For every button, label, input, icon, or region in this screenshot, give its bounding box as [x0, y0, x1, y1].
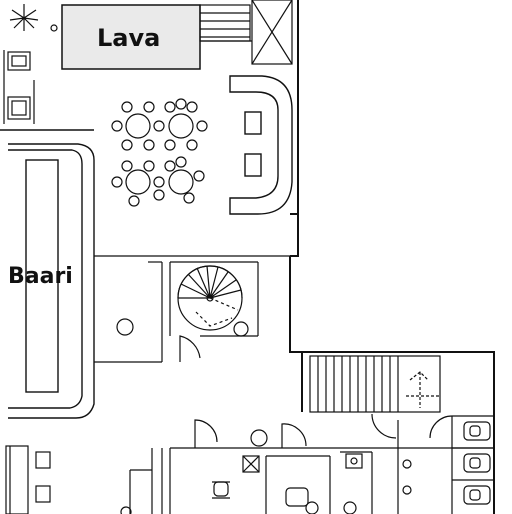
plant-icon: [9, 4, 58, 32]
chair-icon: [196, 120, 208, 132]
lounge-chairs: [3, 50, 35, 124]
chair-icon: [343, 501, 357, 514]
chair-icon: [143, 160, 155, 172]
chair-icon: [128, 195, 140, 207]
chair-icon: [193, 170, 205, 182]
chair-icon: [120, 506, 132, 514]
chair-icon: [121, 101, 133, 113]
chair-icon: [164, 139, 176, 151]
round-table-icon: [168, 113, 194, 139]
chair-icon: [153, 189, 165, 201]
spiral-stair-icon: [177, 265, 243, 331]
round-table-icon: [125, 113, 151, 139]
chair-icon: [153, 120, 165, 132]
round-table-icon: [168, 169, 194, 195]
restroom-walls: [169, 415, 494, 514]
chair-icon: [121, 160, 133, 172]
chair-icon: [164, 101, 176, 113]
column-icon: [250, 429, 268, 447]
chair-icon: [164, 160, 176, 172]
chair-icon: [153, 176, 165, 188]
stage: [61, 4, 201, 70]
chair-icon: [143, 139, 155, 151]
chair-icon: [186, 139, 198, 151]
stage-label: Lava: [97, 24, 160, 52]
sink-icon: [242, 453, 412, 495]
chair-icon: [175, 98, 187, 110]
round-table-group-top: [111, 98, 208, 151]
chair-icon: [111, 120, 123, 132]
outer-walls: [289, 0, 495, 514]
interior-walls: [94, 255, 290, 363]
bar-counter-left: [0, 129, 95, 419]
toilet-icon: [212, 421, 491, 507]
chair-icon: [121, 139, 133, 151]
chair-icon: [183, 192, 195, 204]
chair-icon: [143, 101, 155, 113]
round-table-group-bottom: [111, 156, 205, 207]
stair-icon: [309, 355, 441, 413]
round-table-icon: [125, 169, 151, 195]
chair-icon: [305, 501, 319, 514]
bar-counter-right: [229, 75, 293, 215]
chair-icon: [186, 101, 198, 113]
column-icon: [116, 318, 134, 336]
stair-icon: [199, 0, 293, 65]
chair-icon: [111, 176, 123, 188]
booths-bottom-left: [5, 445, 163, 514]
chair-icon: [175, 156, 187, 168]
door-swing-icon: [179, 335, 453, 448]
column-icon: [233, 321, 249, 337]
bar-label: Baari: [8, 264, 73, 289]
